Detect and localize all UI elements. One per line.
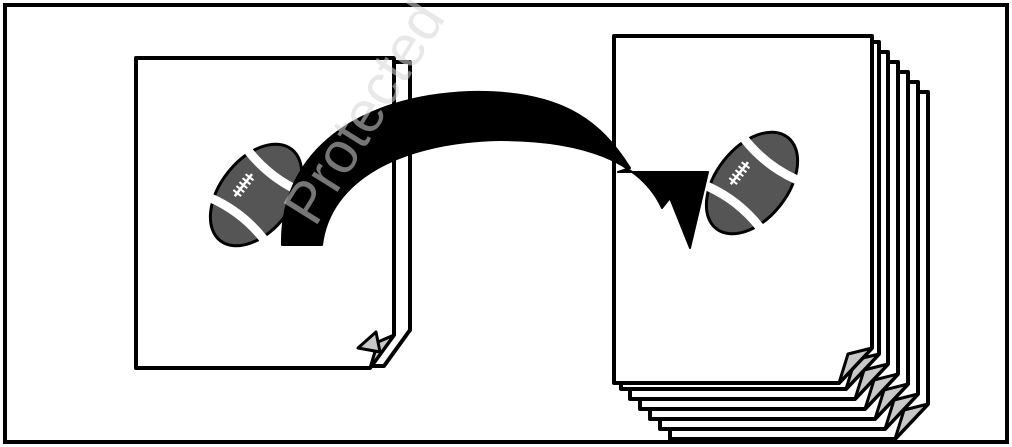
single-page-icon [136, 58, 410, 368]
page-stack-icon [614, 36, 928, 439]
